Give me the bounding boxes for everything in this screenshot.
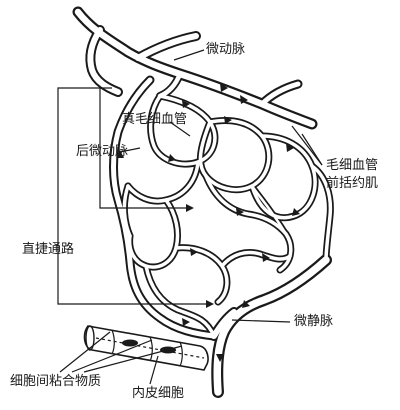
label-true-capillary: 真毛细血管 (122, 112, 187, 128)
flow-arrow (182, 318, 190, 326)
label-arteriole: 微动脉 (206, 42, 245, 58)
endothelial-nucleus (122, 340, 138, 347)
label-metarteriole: 后微动脉 (76, 144, 128, 160)
label-precapillary-sphincter-line2: 前括约肌 (326, 176, 378, 192)
capillary-loop-7 (176, 248, 227, 302)
label-venule: 微静脉 (294, 314, 333, 330)
label-precapillary-sphincter-line1: 毛细血管 (326, 158, 378, 174)
label-thoroughfare-channel: 直捷通路 (22, 242, 74, 258)
label-intercellular-cement: 细胞间粘合物质 (10, 374, 101, 390)
label-endothelial-cell: 内皮细胞 (132, 386, 184, 402)
